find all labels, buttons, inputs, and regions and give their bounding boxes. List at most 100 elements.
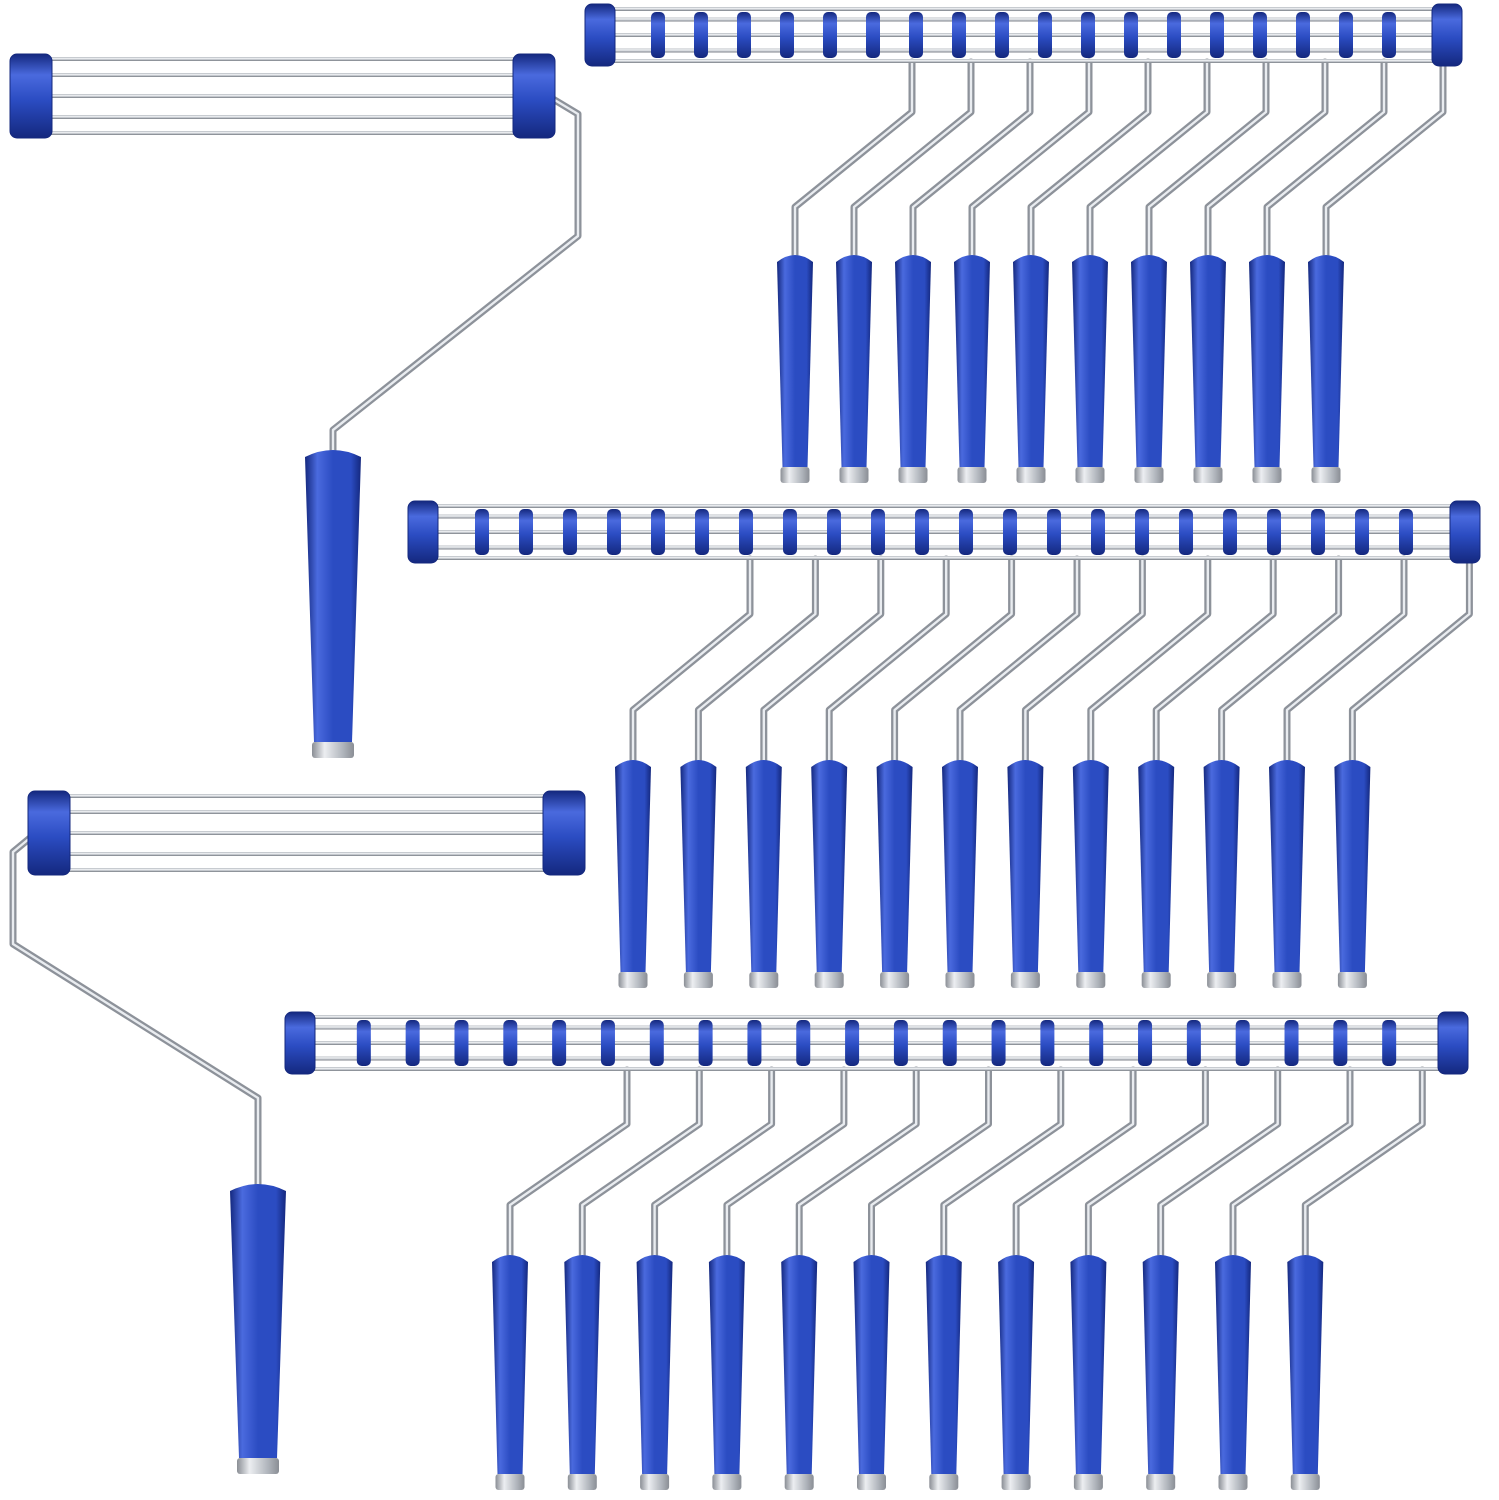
handle-grip bbox=[745, 760, 782, 972]
paint-roller-frame bbox=[781, 1066, 920, 1490]
arm-wire-highlight bbox=[870, 1068, 990, 1263]
cage-rib bbox=[823, 12, 837, 58]
roller-handle bbox=[777, 255, 813, 483]
paint-roller-frame bbox=[680, 555, 819, 988]
arm-wire-highlight bbox=[1154, 557, 1275, 768]
arm-wire-highlight bbox=[1014, 1068, 1135, 1263]
roller-arm bbox=[1229, 1066, 1354, 1265]
cage-rib bbox=[1253, 12, 1267, 58]
handle-ferrule bbox=[1073, 1474, 1103, 1490]
roller-arm bbox=[1348, 555, 1473, 770]
cage-wire bbox=[26, 115, 539, 119]
handle-grip bbox=[998, 1255, 1035, 1474]
cage-rib bbox=[1284, 1020, 1299, 1066]
paint-roller-frame bbox=[925, 1066, 1065, 1490]
roller-arm bbox=[506, 1066, 631, 1265]
paint-roller-frame bbox=[1308, 58, 1447, 483]
arm-wire-highlight bbox=[1159, 1068, 1279, 1263]
arm-wire-highlight bbox=[1029, 60, 1150, 263]
cage-rib bbox=[893, 1020, 908, 1066]
roller-arm bbox=[868, 1066, 992, 1265]
cage-rib bbox=[1399, 509, 1413, 555]
roller-arm bbox=[891, 555, 1016, 770]
arm-wire-highlight bbox=[631, 557, 752, 768]
roller-handle bbox=[636, 1255, 673, 1490]
cage-end-cap bbox=[584, 3, 616, 67]
cage-rib bbox=[651, 12, 665, 58]
paint-roller-frame bbox=[492, 1066, 631, 1490]
handle-ferrule bbox=[495, 1474, 525, 1490]
cage-wire bbox=[597, 59, 1450, 63]
handle-ferrule bbox=[784, 1474, 814, 1490]
cage-rib bbox=[1333, 1020, 1348, 1066]
paint-roller-frame bbox=[708, 1066, 848, 1490]
handle-grip bbox=[876, 760, 913, 972]
handle-grip bbox=[1334, 760, 1371, 972]
arm-wire-highlight bbox=[893, 557, 1013, 768]
handle-grip bbox=[680, 760, 717, 972]
cage-end-cap bbox=[27, 790, 71, 876]
cage-wire bbox=[44, 852, 569, 856]
roller-arm bbox=[1152, 555, 1277, 770]
roller-cage bbox=[284, 1011, 1469, 1075]
paint-roller-frame bbox=[1249, 58, 1388, 483]
roller-handle bbox=[895, 255, 931, 483]
handle-grip bbox=[777, 255, 813, 467]
cage-wire bbox=[297, 1015, 1456, 1019]
cage-end-cap bbox=[407, 500, 439, 564]
roller-arm bbox=[968, 58, 1093, 265]
roller-arm bbox=[791, 58, 916, 265]
cage-rib bbox=[1339, 12, 1353, 58]
roller-handle bbox=[781, 1255, 818, 1490]
handle-grip bbox=[1072, 760, 1109, 972]
cage-rib bbox=[871, 509, 885, 555]
cage-wire bbox=[26, 73, 539, 77]
handle-ferrule bbox=[1016, 467, 1046, 483]
cage-wire bbox=[44, 794, 569, 798]
handle-grip bbox=[1249, 255, 1285, 467]
arm-wire-highlight bbox=[1265, 60, 1386, 263]
handle-ferrule bbox=[1207, 972, 1237, 988]
cage-rib bbox=[600, 1020, 615, 1066]
handle-ferrule bbox=[1218, 1474, 1248, 1490]
cage-rib bbox=[1267, 509, 1281, 555]
paint-roller-frame bbox=[876, 555, 1016, 988]
roller-handle bbox=[1249, 255, 1285, 483]
roller-arm bbox=[795, 1066, 920, 1265]
cage-wire bbox=[597, 7, 1450, 11]
arm-wire-highlight bbox=[1024, 557, 1144, 768]
roller-handle bbox=[1070, 1255, 1107, 1490]
handle-grip bbox=[853, 1255, 890, 1474]
handle-grip bbox=[781, 1255, 818, 1474]
roller-handle bbox=[680, 760, 717, 988]
roller-arm bbox=[1283, 555, 1408, 770]
arm-wire-highlight bbox=[697, 557, 817, 768]
roller-row-1 bbox=[584, 3, 1463, 483]
arm-wire-highlight bbox=[331, 94, 580, 454]
paint-roller-frame bbox=[942, 555, 1081, 988]
roller-arm bbox=[1204, 58, 1329, 265]
paint-roller-single-1 bbox=[9, 53, 582, 758]
cage-rib bbox=[695, 509, 709, 555]
handle-grip bbox=[925, 1255, 962, 1474]
paint-roller-frame bbox=[564, 1066, 703, 1490]
handle-grip bbox=[1070, 1255, 1107, 1474]
arm-wire-highlight bbox=[911, 60, 1032, 263]
cage-rib bbox=[1124, 12, 1138, 58]
cage-wire bbox=[420, 504, 1468, 508]
handle-ferrule bbox=[945, 972, 975, 988]
handle-grip bbox=[708, 1255, 745, 1474]
roller-cage bbox=[584, 3, 1463, 67]
arm-wire-highlight bbox=[793, 60, 914, 263]
arm-wire-highlight bbox=[508, 1068, 629, 1263]
arm-wire-highlight bbox=[1087, 1068, 1207, 1263]
cage-wire bbox=[420, 514, 1468, 519]
roller-arm bbox=[1301, 1066, 1426, 1265]
cage-rib bbox=[952, 12, 966, 58]
handle-grip bbox=[492, 1255, 528, 1474]
handle-grip bbox=[636, 1255, 673, 1474]
cage-rib bbox=[909, 12, 923, 58]
cage-rib bbox=[1081, 12, 1095, 58]
cage-rib bbox=[796, 1020, 811, 1066]
handle-ferrule bbox=[1252, 467, 1282, 483]
